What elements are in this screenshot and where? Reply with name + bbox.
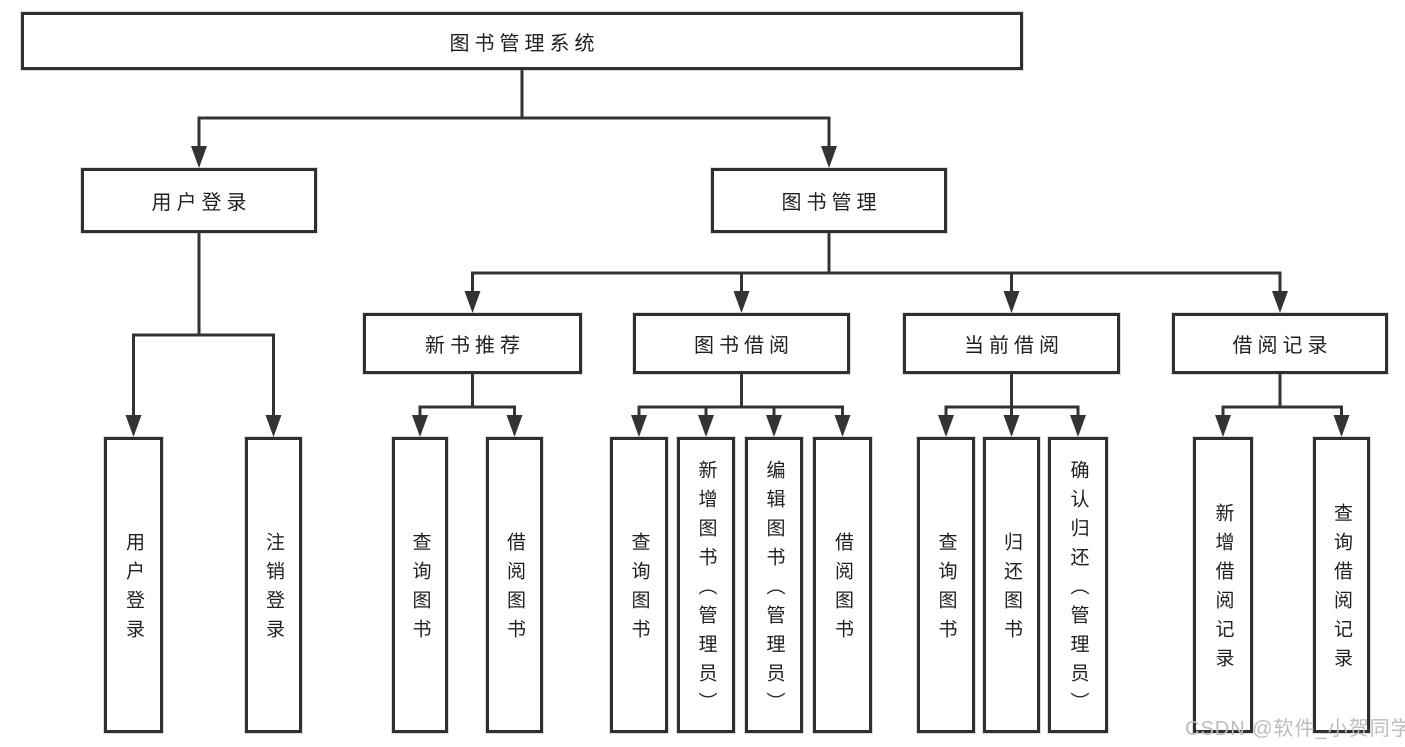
node-user-login: 用户登录	[81, 168, 317, 233]
leaf-query-borrow-record-label: 查询借阅记录	[1331, 503, 1352, 677]
leaf-add-borrow-record-label: 新增借阅记录	[1212, 503, 1234, 677]
node-book-borrow-label: 图书借阅	[694, 335, 794, 357]
leaf-borrow-books-label: 借阅图书	[832, 532, 853, 648]
node-book-management: 图书管理	[711, 168, 947, 233]
leaf-add-books-admin-label: 新增图书（管理员）	[695, 459, 717, 721]
leaf-add-books-admin: 新增图书（管理员）	[677, 437, 735, 733]
leaf-borrow-query-books: 查询图书	[610, 437, 668, 733]
leaf-return-books: 归还图书	[983, 437, 1040, 733]
leaf-borrow-books: 借阅图书	[813, 437, 872, 733]
leaf-logout: 注销登录	[245, 437, 302, 733]
leaf-confirm-return-admin: 确认归还（管理员）	[1048, 437, 1108, 733]
node-current-borrow-label: 当前借阅	[964, 335, 1064, 357]
leaf-newbooks-borrow-books: 借阅图书	[486, 437, 543, 733]
node-user-login-label: 用户登录	[151, 192, 252, 214]
node-new-book-recommend-label: 新书推荐	[425, 335, 525, 357]
leaf-user-login: 用户登录	[104, 437, 163, 733]
leaf-return-books-label: 归还图书	[1001, 532, 1022, 648]
leaf-edit-books-admin: 编辑图书（管理员）	[745, 437, 803, 733]
node-book-borrow: 图书借阅	[633, 313, 850, 374]
leaf-add-borrow-record: 新增借阅记录	[1193, 437, 1253, 733]
node-borrow-records: 借阅记录	[1172, 313, 1388, 374]
node-new-book-recommend: 新书推荐	[363, 313, 582, 374]
leaf-current-query-books-label: 查询图书	[935, 532, 957, 648]
leaf-newbooks-query-books: 查询图书	[392, 437, 448, 733]
node-root: 图书管理系统	[21, 12, 1023, 70]
node-current-borrow: 当前借阅	[903, 313, 1120, 374]
leaf-logout-label: 注销登录	[263, 532, 284, 648]
leaf-newbooks-borrow-books-label: 借阅图书	[504, 532, 525, 648]
leaf-newbooks-query-books-label: 查询图书	[409, 532, 431, 648]
node-borrow-records-label: 借阅记录	[1232, 335, 1333, 357]
leaf-query-borrow-record: 查询借阅记录	[1313, 437, 1370, 733]
leaf-confirm-return-admin-label: 确认归还（管理员）	[1067, 459, 1089, 721]
leaf-current-query-books: 查询图书	[917, 437, 975, 733]
node-root-label: 图书管理系统	[449, 32, 600, 55]
leaf-edit-books-admin-label: 编辑图书（管理员）	[763, 459, 785, 721]
watermark: CSDN @软件_小贺同学	[1185, 718, 1405, 740]
leaf-borrow-query-books-label: 查询图书	[628, 532, 650, 648]
leaf-user-login-label: 用户登录	[123, 532, 144, 648]
node-book-management-label: 图书管理	[781, 192, 882, 214]
